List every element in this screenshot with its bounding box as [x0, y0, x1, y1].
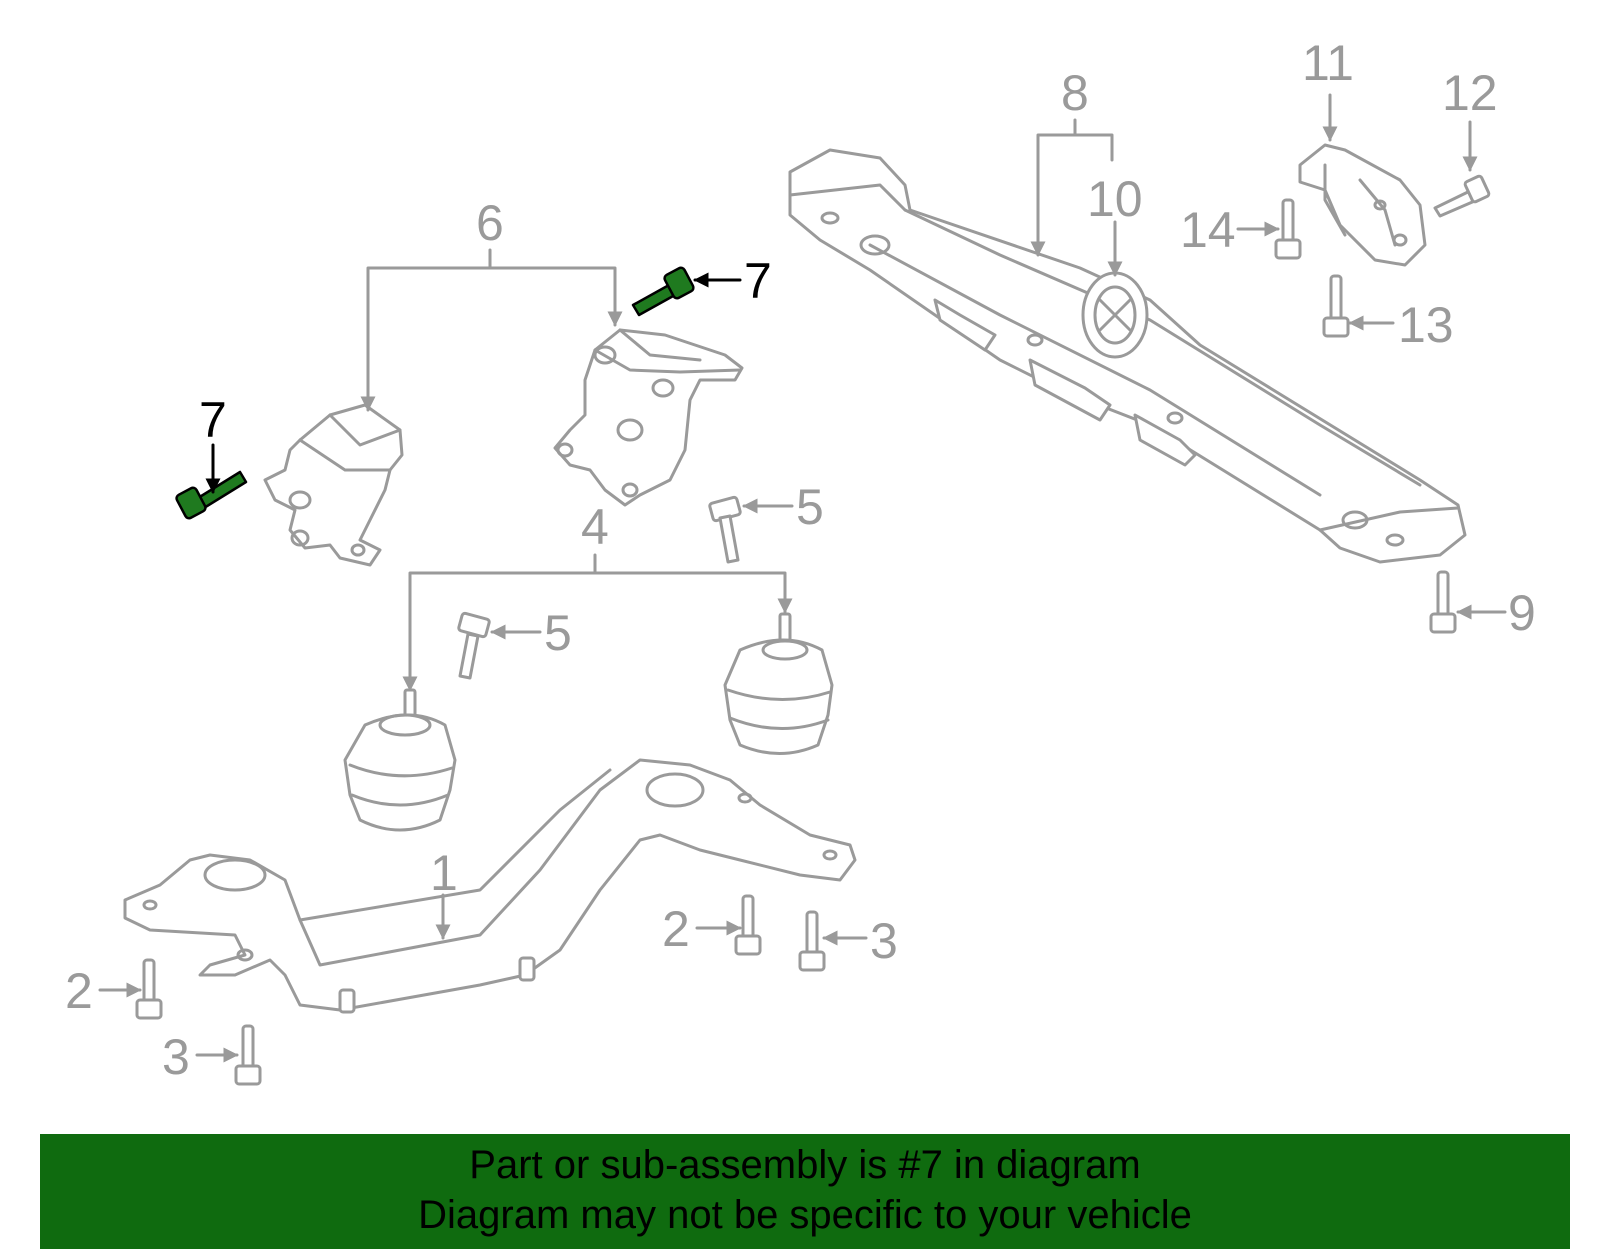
bolt-part-12[interactable]: [1433, 174, 1491, 218]
bolt-part-13[interactable]: [1322, 274, 1350, 338]
bolt-part-14[interactable]: [1274, 198, 1302, 260]
bracket-part-6-left[interactable]: [263, 403, 404, 567]
crossmember-part-8[interactable]: [788, 148, 1467, 564]
leader-lines: [98, 93, 1507, 1063]
bolt-part-2-left[interactable]: [135, 958, 163, 1020]
callout-12: 12: [1442, 65, 1498, 121]
bracket-part-11[interactable]: [1298, 143, 1427, 267]
bolt-part-7-lower[interactable]: [175, 470, 248, 520]
crossmember-part-1[interactable]: [123, 758, 857, 1014]
bolt-part-7-upper[interactable]: [631, 266, 695, 317]
callout-3-right: 3: [870, 913, 898, 969]
callout-9: 9: [1508, 585, 1536, 641]
callout-10: 10: [1087, 171, 1143, 227]
callout-11: 11: [1302, 35, 1354, 91]
callout-3-left: 3: [162, 1029, 190, 1085]
engine-mount-part-4-left[interactable]: [343, 688, 457, 832]
info-banner: Part or sub-assembly is #7 in diagram Di…: [40, 1134, 1570, 1249]
callout-7-lower: 7: [199, 392, 227, 448]
bracket-part-6-right[interactable]: [553, 328, 744, 507]
engine-mount-part-4-right[interactable]: [723, 612, 834, 755]
callout-7-upper: 7: [744, 253, 772, 309]
bolt-part-9[interactable]: [1429, 570, 1457, 634]
callout-2-left: 2: [65, 963, 93, 1019]
callout-1: 1: [430, 845, 458, 901]
bolt-part-5-lower[interactable]: [457, 611, 491, 680]
callout-4: 4: [581, 499, 609, 555]
callout-13: 13: [1398, 297, 1454, 353]
callout-6: 6: [476, 195, 504, 251]
bolt-part-3-right[interactable]: [798, 910, 826, 972]
bolt-part-2-right[interactable]: [734, 894, 762, 956]
banner-line-part: Part or sub-assembly is #7 in diagram: [469, 1143, 1141, 1187]
banner-line-disclaimer: Diagram may not be specific to your vehi…: [418, 1193, 1192, 1237]
callout-5-upper: 5: [796, 479, 824, 535]
callout-2-right: 2: [662, 901, 690, 957]
bolt-part-3-left[interactable]: [234, 1024, 262, 1086]
callout-labels: 1 2 2 3 3 4 5 5 6 7 7 8 9 10 11 12 13 14: [65, 35, 1536, 1085]
callout-8: 8: [1061, 65, 1089, 121]
bolt-part-5-upper[interactable]: [708, 495, 742, 564]
callout-5-lower: 5: [544, 605, 572, 661]
mount-part-10[interactable]: [1081, 271, 1149, 359]
callout-14: 14: [1180, 202, 1236, 258]
